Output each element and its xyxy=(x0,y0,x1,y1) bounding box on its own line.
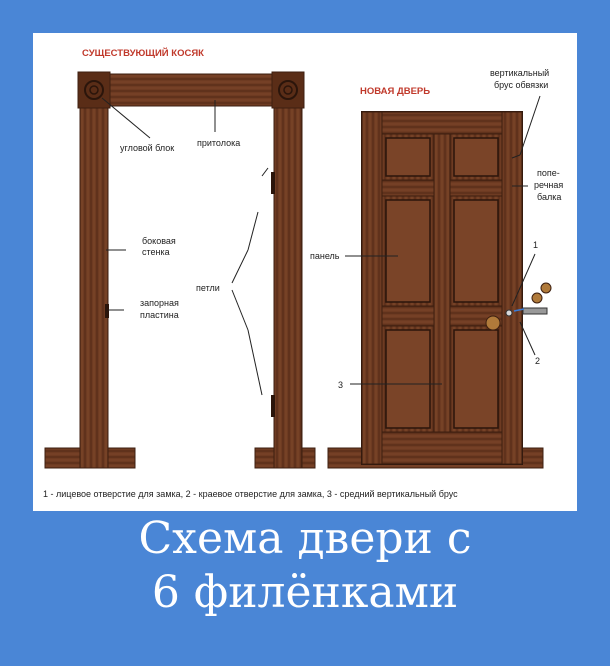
panel-5 xyxy=(385,329,431,429)
jamb-right xyxy=(273,105,303,469)
new-door xyxy=(327,111,552,469)
door-title: НОВАЯ ДВЕРЬ xyxy=(360,86,430,97)
corner-block-left xyxy=(77,71,111,109)
label-cross-1: попе- xyxy=(537,168,560,178)
existing-frame xyxy=(44,71,316,469)
label-corner-block: угловой блок xyxy=(120,143,174,153)
label-num-1: 1 xyxy=(533,240,538,250)
caption-line-1: Схема двери с xyxy=(138,513,472,564)
panel-1 xyxy=(385,137,431,177)
door-knob xyxy=(485,315,501,331)
label-strike-2: пластина xyxy=(140,310,179,320)
stile-left xyxy=(361,111,383,465)
corner-block-right xyxy=(271,71,305,109)
panel-3 xyxy=(385,199,431,303)
label-panel: панель xyxy=(310,251,340,261)
panel-6 xyxy=(453,329,499,429)
label-num-3: 3 xyxy=(338,380,343,390)
label-strike-1: запорная xyxy=(140,298,179,308)
label-cross-2: речная xyxy=(534,180,563,190)
lintel xyxy=(107,73,275,107)
panel-4 xyxy=(453,199,499,303)
label-vertical-1: вертикальный xyxy=(490,68,549,78)
label-num-2: 2 xyxy=(535,356,540,366)
label-side-wall-1: боковая xyxy=(142,236,176,246)
top-rail xyxy=(361,111,523,135)
label-side-wall-2: стенка xyxy=(142,247,170,257)
bottom-rail xyxy=(361,431,523,465)
leader-lines xyxy=(101,95,541,396)
frame-title: СУЩЕСТВУЮЩИЙ КОСЯК xyxy=(82,47,204,59)
center-mullion xyxy=(433,133,451,433)
legend-text: 1 - лицевое отверстие для замка, 2 - кра… xyxy=(43,489,458,499)
label-lintel: притолока xyxy=(197,138,240,148)
label-vertical-2: брус обвязки xyxy=(494,80,548,90)
label-hinges: петли xyxy=(196,283,220,293)
label-cross-3: балка xyxy=(537,192,561,202)
stile-right xyxy=(501,111,523,465)
caption-line-2: 6 филёнками xyxy=(151,567,459,618)
jamb-left xyxy=(79,105,109,469)
panel-2 xyxy=(453,137,499,177)
